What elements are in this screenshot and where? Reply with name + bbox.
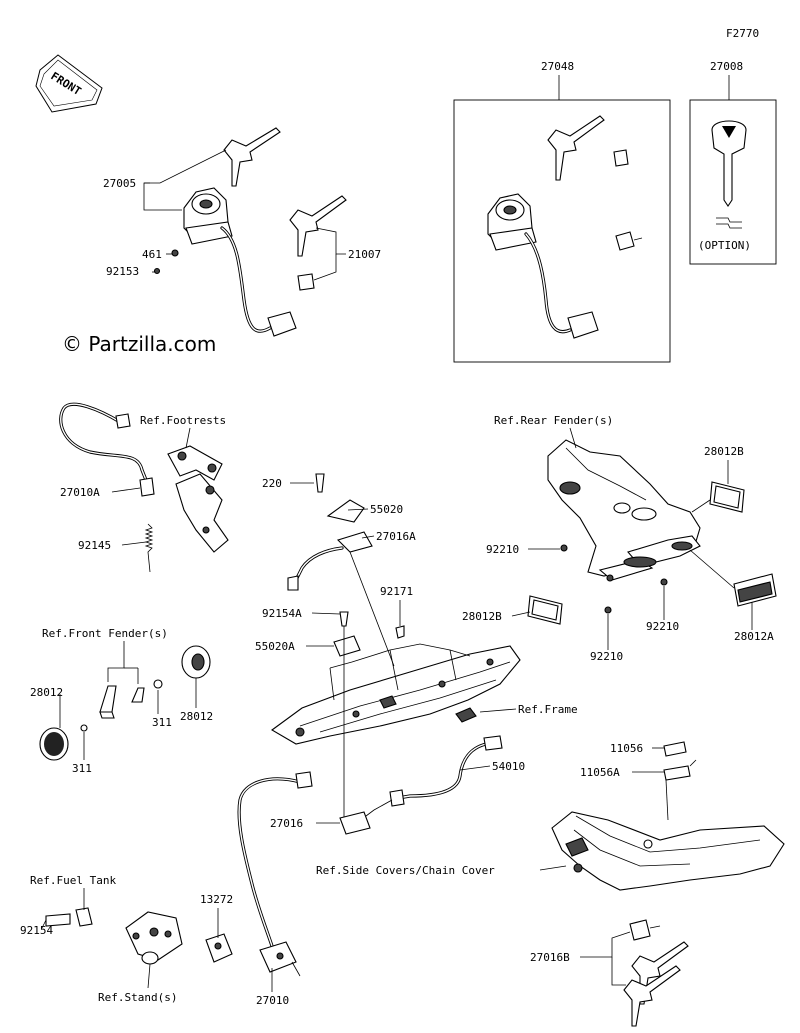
- diagram-code: F2770: [726, 27, 759, 40]
- part-27016B-label: 27016B: [530, 951, 570, 964]
- part-27048-label: 27048: [541, 60, 574, 73]
- key-blank-icon: [711, 120, 747, 229]
- rear-fender-assembly: [547, 439, 701, 614]
- sidestand-switch-cable-27010A: [59, 402, 155, 573]
- part-92145-label: 92145: [78, 539, 111, 552]
- part-92210-c-label: 92210: [590, 650, 623, 663]
- rear-reflectors: [527, 481, 777, 625]
- ref-stand-label: Ref.Stand(s): [98, 991, 177, 1004]
- part-55020-label: 55020: [370, 503, 403, 516]
- lock-set-27016B: [623, 919, 689, 1027]
- ignition-switch-assembly: [143, 127, 347, 337]
- ref-footrests-label: Ref.Footrests: [140, 414, 226, 427]
- seat-lock-cable-54010: [339, 735, 503, 835]
- front-reflector-parts: [39, 645, 211, 761]
- part-92210-b-label: 92210: [646, 620, 679, 633]
- part-55020A-label: 55020A: [255, 640, 295, 653]
- part-27016A-label: 27016A: [376, 530, 416, 543]
- sidestand-switch-27010: [237, 771, 313, 977]
- part-11056A-label: 11056A: [580, 766, 620, 779]
- part-311-b-label: 311: [72, 762, 92, 775]
- part-27008-label: 27008: [710, 60, 743, 73]
- footrest-bracket: [167, 445, 229, 553]
- part-220-label: 220: [262, 477, 282, 490]
- kit-27048-parts: [487, 115, 643, 339]
- part-54010-label: 54010: [492, 760, 525, 773]
- part-27010-label: 27010: [256, 994, 289, 1007]
- ref-rear-fender-label: Ref.Rear Fender(s): [494, 414, 613, 427]
- part-92153-label: 92153: [106, 265, 139, 278]
- part-28012B-a-label: 28012B: [704, 445, 744, 458]
- kit-27008-box: [689, 99, 777, 265]
- seat-lock-center-parts: [287, 473, 405, 657]
- part-92154-label: 92154: [20, 924, 53, 937]
- option-label: (OPTION): [698, 239, 751, 252]
- part-92210-a-label: 92210: [486, 543, 519, 556]
- part-28012B-b-label: 28012B: [462, 610, 502, 623]
- part-27010A-label: 27010A: [60, 486, 100, 499]
- front-arrow-icon: FRONT: [35, 54, 103, 113]
- watermark: © Partzilla.com: [62, 332, 216, 356]
- ref-frame-label: Ref.Frame: [518, 703, 578, 716]
- part-28012-a-label: 28012: [30, 686, 63, 699]
- part-11056-label: 11056: [610, 742, 643, 755]
- rear-subframe: [270, 643, 521, 745]
- ref-side-covers-label: Ref.Side Covers/Chain Cover: [316, 864, 495, 877]
- part-13272-label: 13272: [200, 893, 233, 906]
- part-28012-b-label: 28012: [180, 710, 213, 723]
- side-cover-assembly: [551, 741, 785, 891]
- part-27016-label: 27016: [270, 817, 303, 830]
- part-21007-label: 21007: [348, 248, 381, 261]
- stand-bracket-parts: [45, 907, 233, 965]
- part-92171-label: 92171: [380, 585, 413, 598]
- part-92154A-label: 92154A: [262, 607, 302, 620]
- part-28012A-label: 28012A: [734, 630, 774, 643]
- part-461-label: 461: [142, 248, 162, 261]
- kit-27048-box: [453, 99, 671, 363]
- ref-front-fender-label: Ref.Front Fender(s): [42, 627, 168, 640]
- part-311-a-label: 311: [152, 716, 172, 729]
- ref-fuel-tank-label: Ref.Fuel Tank: [30, 874, 116, 887]
- part-27005-label: 27005: [103, 177, 136, 190]
